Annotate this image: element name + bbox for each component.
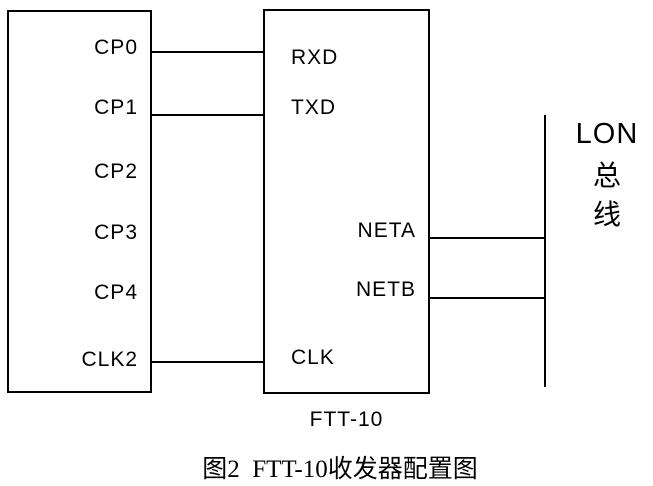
wire-clk2-clk (151, 361, 264, 363)
pin-neta: NETA (357, 219, 416, 242)
lon-bus-line (544, 115, 546, 387)
lon-bus-cjk-2: 线 (592, 199, 621, 230)
pin-cp0: CP0 (94, 36, 138, 59)
figure-caption: 图2 FTT-10收发器配置图 (202, 456, 478, 483)
wire-cp0-rxd (151, 51, 264, 53)
controller-box (7, 10, 152, 393)
pin-cp2: CP2 (94, 160, 138, 183)
ftt10-transceiver-box (263, 9, 430, 394)
pin-clk2: CLK2 (81, 348, 138, 371)
lon-bus-cjk-1: 总 (592, 160, 621, 191)
pin-txd: TXD (291, 96, 336, 119)
wire-netb-bus (429, 297, 546, 299)
wire-cp1-txd (151, 114, 264, 116)
ftt10-chip-label: FTT-10 (309, 408, 384, 431)
pin-cp3: CP3 (94, 221, 138, 244)
pin-netb: NETB (355, 278, 416, 301)
wire-neta-bus (429, 237, 546, 239)
pin-rxd: RXD (291, 46, 339, 69)
pin-cp1: CP1 (94, 96, 138, 119)
lon-bus-label: LON 总 线 (561, 112, 653, 234)
pin-clk: CLK (291, 346, 335, 369)
pin-cp4: CP4 (94, 281, 138, 304)
lon-bus-name: LON (575, 118, 639, 150)
